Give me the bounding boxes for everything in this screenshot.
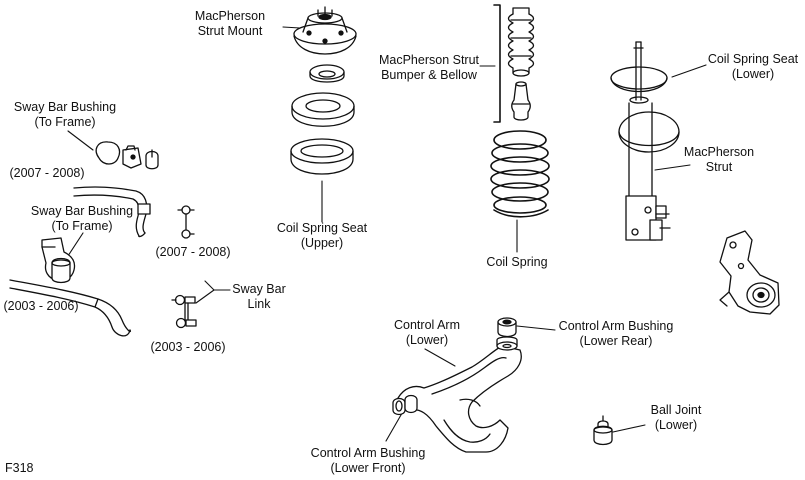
label-years-2007-2008-bar: (2007 - 2008) [9, 166, 85, 180]
label-ball-joint: Ball Joint(Lower) [650, 403, 702, 432]
steering-knuckle-part [719, 230, 780, 315]
control-arm-bushing-rear-part [497, 317, 517, 338]
figure-id: F318 [5, 461, 34, 475]
label-sway-bar-bushing-bottom: Sway Bar Bushing(To Frame) [30, 204, 134, 233]
sway-bar-link-2007-part [177, 205, 195, 239]
label-sway-bar-bushing-top: Sway Bar Bushing(To Frame) [13, 100, 117, 129]
sway-bar-2007-part [73, 186, 151, 238]
leader-lines [63, 4, 707, 442]
label-control-arm: Control Arm(Lower) [394, 318, 460, 347]
label-control-arm-bushing-rear: Control Arm Bushing(Lower Rear) [558, 319, 674, 348]
coil-spring-part [490, 130, 550, 218]
label-coil-spring: Coil Spring [486, 255, 548, 269]
strut-part [610, 41, 680, 241]
bumper-bellow-part [507, 7, 535, 121]
label-coil-spring-seat-upper: Coil Spring Seat(Upper) [276, 221, 368, 250]
lower-control-arm-part [392, 336, 522, 453]
strut-mount-part [293, 6, 357, 55]
ball-joint-part [593, 415, 613, 446]
sway-bar-bushing-top-part [95, 141, 159, 170]
upper-spring-seat-parts [290, 64, 355, 175]
sway-bar-2003-part [9, 279, 132, 337]
label-control-arm-bushing-front: Control Arm Bushing(Lower Front) [310, 446, 426, 475]
sway-bar-link-2003-part [171, 294, 197, 329]
label-coil-spring-seat-lower: Coil Spring Seat(Lower) [707, 52, 799, 81]
sway-bar-bushing-bottom-part [41, 237, 76, 284]
label-years-2003-2006-link: (2003 - 2006) [150, 340, 226, 354]
label-years-2003-2006-bar: (2003 - 2006) [3, 299, 79, 313]
label-years-2007-2008-link: (2007 - 2008) [155, 245, 231, 259]
